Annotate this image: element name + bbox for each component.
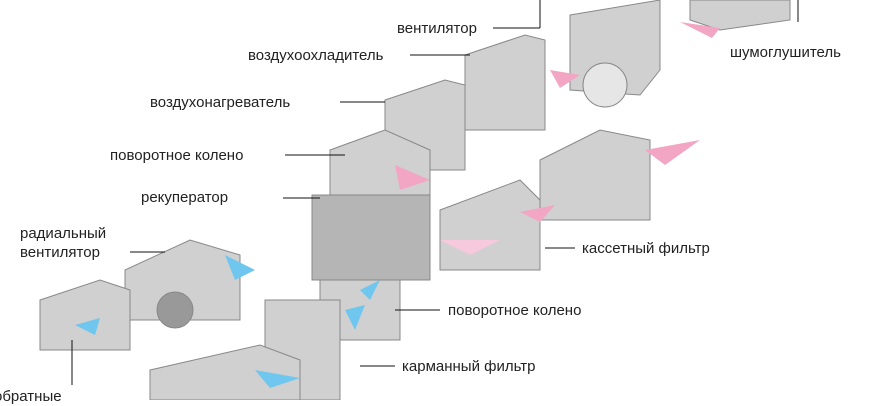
airflow-arrows [75,22,720,388]
label-radial-fan-line2: вентилятор [20,244,100,261]
radial-fan-housing [156,291,194,329]
pink-arrow [550,70,580,88]
label-radial-fan-line1: радиальный [20,225,107,242]
label-silencer: шумоглушитель [730,44,841,61]
label-pocket-filter: карманный фильтр [402,358,536,375]
blue-arrow [360,280,380,300]
label-air-cooler: воздухоохладитель [248,47,384,64]
pink-arrow [680,22,720,38]
elbow-side-unit [439,179,541,271]
label-elbow-bottom: поворотное колено [448,302,582,319]
pink-arrow [645,140,700,165]
blue-arrow [225,255,255,280]
pink-arrow [520,205,555,222]
label-fan: вентилятор [397,20,477,37]
lower-duct [149,344,301,400]
recuperator-unit [311,194,431,281]
leader-lines [71,0,799,385]
blue-arrow [345,305,365,330]
pink-arrow [440,240,500,255]
label-elbow-top: поворотное колено [110,147,244,164]
label-check-valve: обратные [0,388,62,405]
label-recuperator: рекуператор [141,189,229,206]
blue-arrow [75,318,100,335]
check-valve-unit [39,279,131,351]
cassette-filter-unit [539,129,651,221]
blue-arrow [255,370,300,388]
label-cassette-filter: кассетный фильтр [582,240,710,257]
pink-arrow [395,165,430,190]
label-air-heater: воздухонагреватель [150,94,291,111]
fan-housing [582,62,628,108]
air-cooler-unit [464,34,546,131]
silencer-unit [689,0,791,31]
